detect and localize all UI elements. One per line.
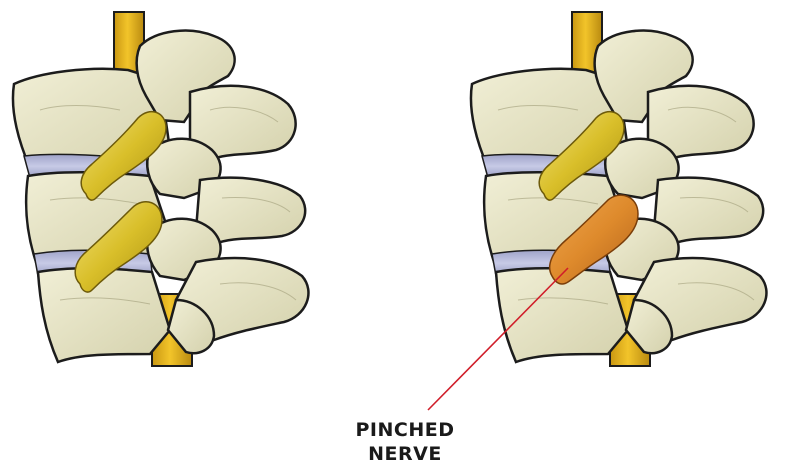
healthy-spine-segment <box>13 12 309 366</box>
pinched-nerve-label: PINCHED NERVE <box>345 418 465 466</box>
pinched-spine-segment <box>471 12 767 366</box>
label-line-1: PINCHED <box>345 418 465 442</box>
label-line-2: NERVE <box>345 442 465 466</box>
